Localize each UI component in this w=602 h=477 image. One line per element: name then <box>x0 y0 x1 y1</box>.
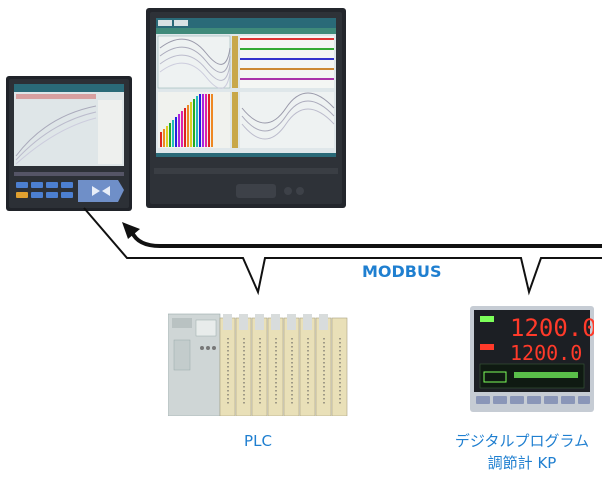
plc-image <box>167 313 348 417</box>
kp-controller: 1200.0 1200.0 <box>470 306 597 412</box>
small-recorder-image <box>6 76 132 211</box>
kp-label-line2: 調節計 KP <box>487 454 557 472</box>
kp-label-line1: デジタルプログラム <box>454 432 590 450</box>
modbus-label: MODBUS <box>362 262 442 281</box>
small-recorder <box>6 76 132 211</box>
kp-sv-display: 1200.0 <box>510 341 582 365</box>
kp-label: デジタルプログラム 調節計 KP <box>442 430 602 474</box>
plc-device <box>167 306 348 417</box>
kp-pv-display: 1200.0 <box>510 314 594 342</box>
plc-label: PLC <box>244 432 272 450</box>
large-recorder <box>146 8 346 208</box>
arrow-head-icon <box>122 222 140 239</box>
large-recorder-image <box>146 8 346 208</box>
kp-controller-image: 1200.0 1200.0 <box>470 306 597 412</box>
